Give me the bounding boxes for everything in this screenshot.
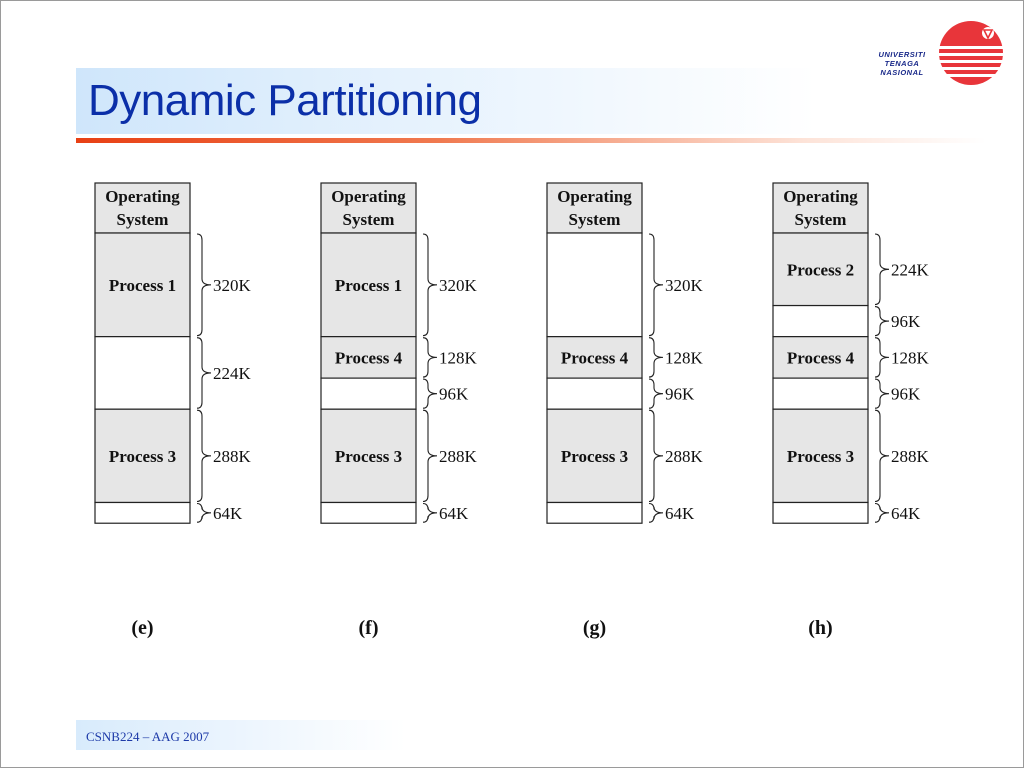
footer-banner [76,720,406,750]
process-label: Process 2 [787,260,854,279]
block-size-label: 96K [891,312,921,331]
size-brace [422,378,438,409]
size-brace [874,233,890,306]
os-label-line-2: System [343,210,395,229]
os-block [320,182,417,234]
free-hole-block [320,377,417,410]
process-label: Process 3 [109,447,176,466]
panel-caption: (e) [131,617,153,639]
free-hole-block [320,501,417,524]
size-brace [196,502,212,523]
free-hole-block [772,501,869,524]
size-brace [422,233,438,337]
block-size-label: 64K [665,504,695,523]
block-size-label: 224K [891,260,930,279]
block-size-label: 64K [891,504,921,523]
wordmark-line-3: NASIONAL [880,68,924,77]
size-brace [196,233,212,337]
block-size-label: 320K [213,276,252,295]
slide-footer: CSNB224 – AAG 2007 [86,729,210,744]
size-brace [874,502,890,523]
os-label-line-2: System [795,210,847,229]
panel-caption: (h) [808,617,832,639]
process-block [320,232,417,338]
process-block [320,408,417,504]
university-wordmark: UNIVERSITI TENAGA NASIONAL [862,50,942,77]
process-label: Process 1 [335,276,402,295]
block-size-label: 320K [665,276,704,295]
block-size-label: 64K [213,504,243,523]
free-hole-block [546,377,643,410]
size-brace [874,378,890,409]
os-label-line-1: Operating [105,187,180,206]
wordmark-line-2: TENAGA [884,59,920,68]
uniten-emblem-icon [939,21,1003,85]
size-brace [874,409,890,503]
panel-caption: (g) [583,617,606,639]
os-label-line-1: Operating [331,187,406,206]
block-size-label: 128K [891,348,930,367]
process-label: Process 3 [787,447,854,466]
process-block [772,408,869,504]
size-brace [874,337,890,378]
os-label-line-2: System [569,210,621,229]
free-hole-block [546,501,643,524]
size-brace [648,502,664,523]
os-block [772,182,869,234]
process-block [546,408,643,504]
process-block [320,336,417,379]
block-size-label: 224K [213,364,252,383]
block-size-label: 288K [439,447,478,466]
free-hole-block [94,336,191,410]
panel-caption: (f) [359,617,379,639]
size-brace [422,502,438,523]
free-hole-block [772,304,869,338]
size-brace [648,233,664,337]
process-label: Process 3 [335,447,402,466]
block-size-label: 288K [891,447,930,466]
process-label: Process 1 [109,276,176,295]
block-size-label: 288K [665,447,704,466]
block-size-label: 320K [439,276,478,295]
size-brace [422,409,438,503]
os-label-line-2: System [117,210,169,229]
wordmark-line-1: UNIVERSITI [878,50,926,59]
free-hole-block [546,232,643,338]
size-brace [196,409,212,503]
block-size-label: 64K [439,504,469,523]
process-block [772,336,869,379]
free-hole-block [94,501,191,524]
slide-title: Dynamic Partitioning [88,76,482,125]
size-brace [648,337,664,378]
size-brace [422,337,438,378]
size-brace [648,409,664,503]
block-size-label: 96K [891,385,921,404]
size-brace [196,337,212,409]
block-size-label: 96K [665,385,695,404]
title-underline [76,138,986,143]
process-label: Process 3 [561,447,628,466]
process-label: Process 4 [561,348,629,367]
process-block [546,336,643,379]
block-size-label: 128K [439,348,478,367]
title-banner [76,68,816,134]
free-hole-block [772,377,869,410]
block-size-label: 96K [439,385,469,404]
block-size-label: 288K [213,447,252,466]
block-size-label: 128K [665,348,704,367]
size-brace [874,306,890,337]
process-label: Process 4 [335,348,403,367]
os-label-line-1: Operating [783,187,858,206]
os-label-line-1: Operating [557,187,632,206]
size-brace [648,378,664,409]
process-label: Process 4 [787,348,855,367]
process-block [772,232,869,307]
